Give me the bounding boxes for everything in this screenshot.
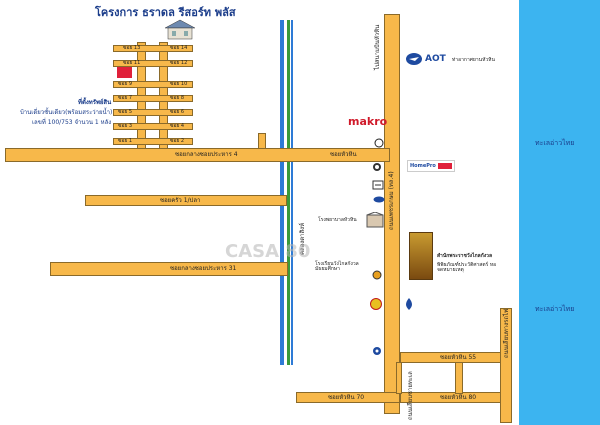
bangsaen-label: ซอยหัวหิน — [330, 151, 357, 158]
canal-blue-stripe-2 — [291, 20, 293, 365]
soi-label-8: ซอย 8 — [170, 95, 185, 101]
property-desc: บ้านเดี่ยวชั้นเดียว(พร้อมสระว่ายน้ำ) — [20, 109, 113, 116]
school-icon — [372, 270, 382, 280]
soi-label-7: ซอย 7 — [118, 95, 133, 101]
makro-logo: makro — [348, 115, 388, 128]
soi-nkphra-road — [85, 195, 287, 206]
soi-label-3: ซอย 3 — [118, 123, 133, 129]
gas-station-icon — [370, 298, 382, 310]
soi-55-label: ซอยหัวหิน 55 — [440, 354, 477, 361]
sea-label-1: ทะเลอ่าวไทย — [535, 139, 575, 147]
sea — [519, 0, 600, 425]
property-lot: เลขที่ 100/753 จำนวน 1 หลัง — [32, 119, 112, 126]
school-label: โรงเรียนวังไกลกังวล มัธยมศึกษา — [315, 261, 359, 272]
canal-blue-stripe — [280, 20, 284, 365]
ford-icon — [373, 196, 385, 203]
main-road — [384, 14, 400, 414]
soi-4-road — [5, 148, 390, 162]
map-title: โครงการ ธราดล รีสอร์ท พลัส — [95, 6, 236, 19]
soi-70-label: ซอยหัวหิน 70 — [328, 394, 365, 401]
soi-label-4: ซอย 4 — [170, 123, 185, 129]
hospital-label: โรงพยาบาลหัวหิน — [318, 217, 357, 223]
property-label: ที่ตั้งทรัพย์สิน — [78, 99, 112, 106]
watermark: CASA 80 — [225, 241, 311, 262]
homepro-text: HomePro — [410, 162, 436, 169]
homepro-accent — [437, 163, 452, 169]
soi-80-label: ซอยหัวหิน 80 — [440, 394, 477, 401]
soi-31-label: ซอยกลางซอยประหาร 31 — [170, 265, 237, 272]
soi-label-9: ซอย 9 — [118, 81, 133, 87]
soi-bar-1 — [113, 138, 193, 145]
mazda-icon — [372, 162, 382, 172]
soi-label-12: ซอย 12 — [170, 60, 188, 66]
side-road-bottom — [455, 362, 463, 394]
soi-70-road — [296, 392, 400, 403]
aot-logo-icon — [405, 52, 423, 66]
side-road-short — [396, 362, 402, 394]
side-road-right — [500, 308, 512, 423]
soi-bar-9 — [113, 81, 193, 88]
main-road-label: ถนนเพชรเกษม (ทล.4) — [388, 171, 395, 230]
property-marker — [117, 67, 132, 78]
soi-nkphra-label: ซอยครัว 1/ปลา — [160, 197, 201, 204]
soi-4-label: ซอยกลางซอยประหาร 4 — [175, 151, 238, 158]
side-road-right-label: ถนนเลียบทางรถไฟ — [503, 308, 510, 358]
ptt-icon — [404, 298, 414, 310]
homepro-logo: HomePro — [407, 160, 455, 172]
soi-bar-13 — [113, 45, 193, 52]
soi-label-14: ซอย 14 — [170, 45, 188, 51]
sea-label-2: ทะเลอ่าวไทย — [535, 305, 575, 313]
soi-label-6: ซอย 6 — [170, 109, 185, 115]
house-icon — [163, 18, 197, 40]
shell-icon — [374, 138, 384, 148]
soi-bar-7 — [113, 95, 193, 102]
soi-bar-11 — [113, 60, 193, 67]
soi-label-13: ซอย 13 — [123, 45, 141, 51]
aot-logo-text: AOT — [425, 54, 446, 64]
aot-text: ท่าอากาศยานหัวหิน — [452, 57, 495, 63]
soi-label-10: ซอย 10 — [170, 81, 188, 87]
soi-label-5: ซอย 5 — [118, 109, 133, 115]
palace-label: สำนักพระราชวังไกลกังวล — [437, 253, 493, 259]
canal-green-stripe — [287, 20, 290, 365]
soi-label-2: ซอย 2 — [170, 138, 185, 144]
soi-label-1: ซอย 1 — [118, 138, 133, 144]
soi-bar-5 — [113, 109, 193, 116]
palace-sub-label: พิพิธภัณฑ์ประวัติศาสตร์ หอจดหมายเหตุ — [437, 262, 497, 273]
car-brand-icon — [372, 180, 384, 190]
side-road-bottom-label: ถนนเลียบชายทะเล — [407, 371, 414, 420]
airport-road-label: ไปสนามบินหัวหิน — [374, 24, 381, 70]
bank-icon — [372, 346, 382, 356]
soi-31-road — [50, 262, 288, 276]
soi-label-11: ซอย 11 — [123, 60, 141, 66]
soi-bar-3 — [113, 123, 193, 130]
hospital-icon — [366, 212, 384, 228]
palace-image — [409, 232, 433, 280]
